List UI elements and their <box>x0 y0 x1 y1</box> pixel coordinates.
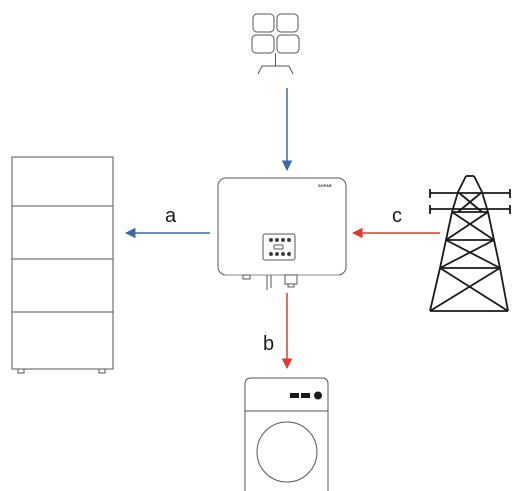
power-pylon-icon <box>429 175 511 312</box>
battery-stack-icon <box>11 156 114 374</box>
inverter-brand-label: SOFAR <box>318 183 332 188</box>
washing-machine-icon <box>244 377 329 491</box>
label-c: c <box>392 205 402 227</box>
solar-panel-icon <box>251 13 300 75</box>
label-a: a <box>165 205 177 227</box>
label-b: b <box>263 333 274 355</box>
inverter-icon <box>217 177 347 290</box>
